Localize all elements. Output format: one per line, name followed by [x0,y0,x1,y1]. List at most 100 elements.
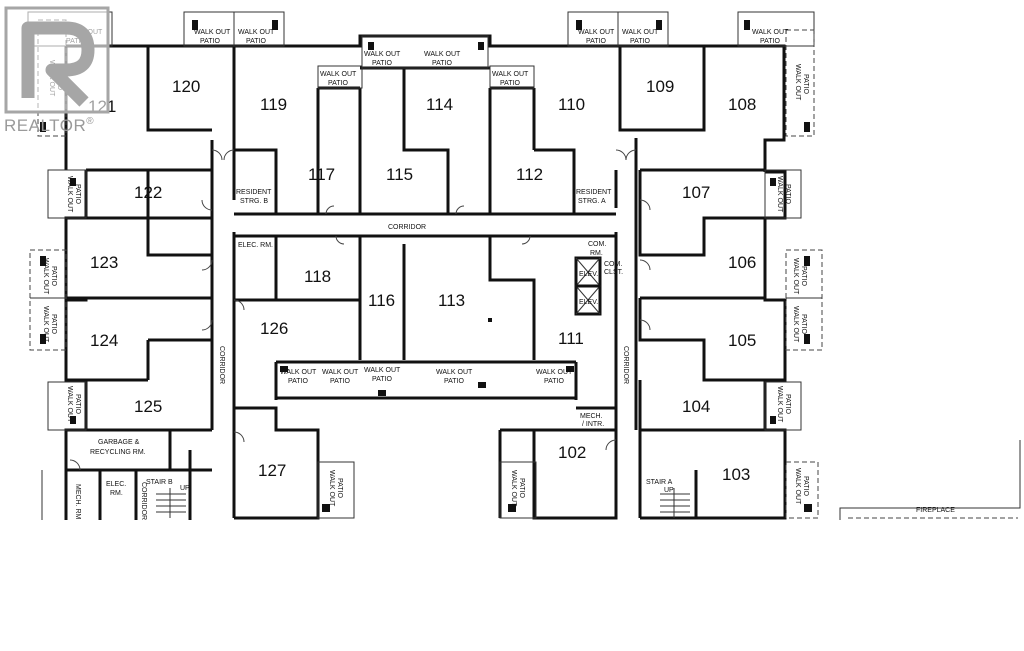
walk-out-label: WALK OUT [238,29,275,36]
room-117: 117 [308,165,335,184]
room-108: 108 [728,95,756,114]
room-115: 115 [386,165,413,184]
walk-out-label: WALK OUT [792,306,799,343]
walk-out-label: WALK OUT [364,51,401,58]
patio-label: PATIO [760,38,781,45]
patio-label: PATIO [74,184,81,205]
room-122: 122 [134,183,162,202]
corridor-label: CORRIDOR [140,482,147,520]
room-119: 119 [260,95,287,114]
patio-label: PATIO [518,478,525,499]
patio-label: PATIO [328,80,349,87]
stair-b-label: STAIR B [146,479,173,486]
room-118: 118 [304,267,331,286]
patio-label: PATIO [372,376,393,383]
registered-symbol: ® [86,116,95,127]
walk-out-label: WALK OUT [622,29,659,36]
patio-label: PATIO [544,378,565,385]
elec-label: ELEC. [106,481,126,488]
com-label: COM. [604,261,622,268]
room-120: 120 [172,77,200,96]
walk-out-label: WALK OUT [328,470,335,507]
patio-label: PATIO [50,266,57,287]
garbage-label: GARBAGE & [98,439,140,446]
walls [64,34,787,520]
mech-label: MECH. [580,413,603,420]
patio-label: PATIO [784,184,791,205]
walk-out-label: WALK OUT [794,64,801,101]
walk-out-label: WALK OUT [194,29,231,36]
room-105: 105 [728,331,756,350]
patio-label: PATIO [802,74,809,95]
realtor-watermark-text: REALTOR® [4,116,94,136]
room-106: 106 [728,253,756,272]
room-111: 111 [558,329,584,348]
patio-label: PATIO [500,80,521,87]
patio-label: PATIO [246,38,267,45]
storage-a-label: STRG. A [578,198,606,205]
walk-out-label: WALK OUT [424,51,461,58]
room-113: 113 [438,291,465,310]
room-102: 102 [558,443,586,462]
realtor-logo [4,6,110,114]
resident-storage-label: RESIDENT [576,189,612,196]
walk-out-label: WALK OUT [320,71,357,78]
corridor-label: CORRIDOR [218,346,225,384]
room-126: 126 [260,319,288,338]
room-110: 110 [558,95,585,114]
patio-label: PATIO [784,394,791,415]
corridor-label: CORRIDOR [388,224,426,231]
corridor-label: CORRIDOR [622,346,629,384]
walk-out-label: WALK OUT [578,29,615,36]
room-127: 127 [258,461,286,480]
elec-room-label: ELEC. RM. [238,242,273,249]
room-124: 124 [90,331,118,350]
walk-out-label: WALK OUT [776,176,783,213]
walk-out-label: WALK OUT [492,71,529,78]
resident-storage-label: RESIDENT [236,189,272,196]
patio-label: PATIO [288,378,309,385]
walk-out-label: WALK OUT [776,386,783,423]
room-116: 116 [368,291,395,310]
patio-label: PATIO [800,266,807,287]
elevator-label: ELEV. [579,299,598,306]
room-103: 103 [722,465,750,484]
room-112: 112 [516,165,543,184]
patio-label: PATIO [74,394,81,415]
com-label: COM. [588,241,606,248]
patio-label: PATIO [586,38,607,45]
storage-b-label: STRG. B [240,198,268,205]
patio-label: PATIO [630,38,651,45]
walk-out-label: WALK OUT [364,367,401,374]
realtor-text: REALTOR [4,116,87,135]
stair-a-label: STAIR A [646,479,673,486]
walk-out-label: WALK OUT [66,176,73,213]
walk-out-label: WALK OUT [752,29,789,36]
walk-out-label: WALK OUT [794,468,801,505]
patio-label: PATIO [50,314,57,335]
recycling-label: RECYCLING RM. [90,449,146,456]
closet-label: CLST. [604,269,623,276]
room-109: 109 [646,77,674,96]
room-123: 123 [90,253,118,272]
walk-out-label: WALK OUT [510,470,517,507]
patio-label: PATIO [200,38,221,45]
intr-label: / INTR. [582,421,604,428]
walk-out-label: WALK OUT [536,369,573,376]
doors [69,149,651,471]
patio-label: PATIO [802,476,809,497]
walk-out-label: WALK OUT [42,258,49,295]
up-label: UP [180,485,190,492]
room-104: 104 [682,397,710,416]
patio-label: PATIO [800,314,807,335]
rm-label: RM. [590,250,603,257]
patio-label: PATIO [330,378,351,385]
patio-label: PATIO [432,60,453,67]
patios [27,11,823,519]
room-107: 107 [682,183,710,202]
patio-label: PATIO [336,478,343,499]
elevator-label: ELEV. [579,271,598,278]
room-125: 125 [134,397,162,416]
fireplace-label: FIREPLACE [916,507,955,514]
walk-out-label: WALK OUT [322,369,359,376]
